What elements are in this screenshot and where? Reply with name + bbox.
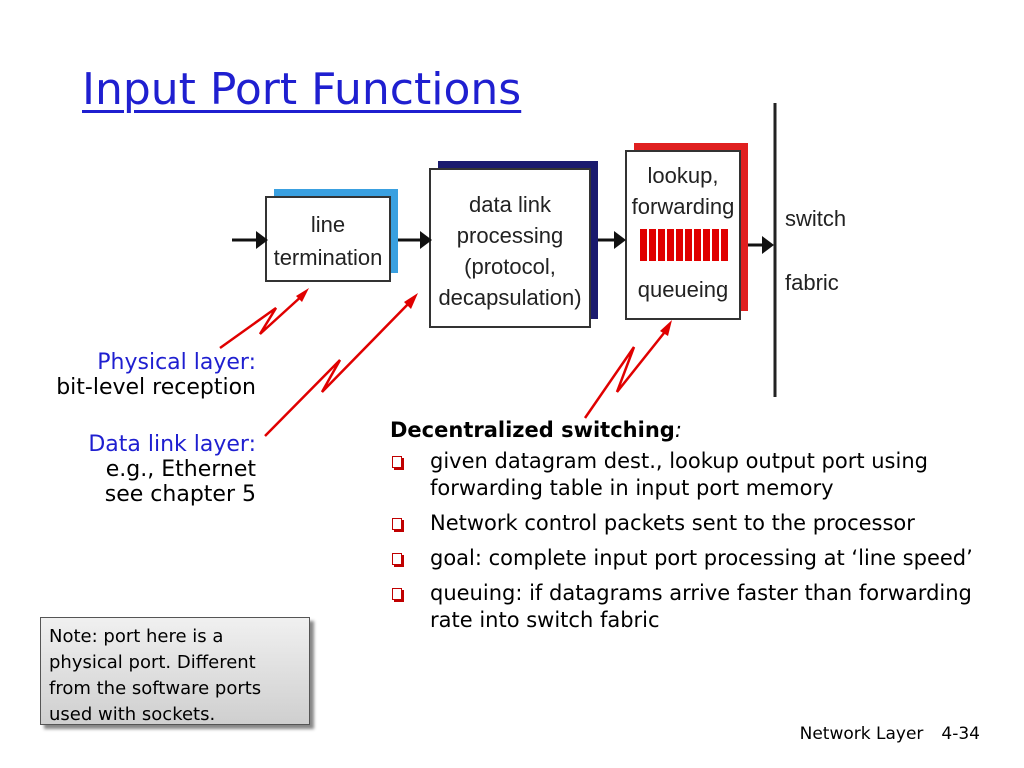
datalink-callout-head	[404, 293, 418, 309]
datalink-layer-label: Data link layer: e.g., Ethernet see chap…	[88, 432, 256, 507]
bullet-list: given datagram dest., lookup output port…	[390, 448, 1000, 634]
bullet-list-section: Decentralized switching: given datagram …	[390, 418, 1000, 642]
datalink-callout-line	[264, 299, 413, 437]
queue-cell	[640, 229, 647, 261]
arrow-3-head	[762, 236, 774, 254]
bullet-box-icon	[392, 456, 402, 468]
data-link-label-2: processing	[457, 223, 563, 248]
bullets-heading-suffix: :	[674, 418, 682, 442]
bullets-heading: Decentralized switching:	[390, 418, 1000, 442]
physical-callout-line	[219, 293, 305, 350]
data-link-label-3: (protocol,	[464, 254, 556, 279]
datalink-layer-heading: Data link layer:	[88, 432, 256, 457]
data-link-box	[429, 168, 591, 328]
fabric-label: fabric	[785, 270, 839, 295]
lookup-label-1: lookup,	[648, 163, 719, 188]
flow-arrows	[232, 231, 774, 254]
data-link-label-4: decapsulation)	[438, 285, 581, 310]
physical-callout-head	[296, 288, 309, 302]
slide-footer: Network Layer 4-34	[800, 724, 980, 744]
queue-cell	[685, 229, 692, 261]
physical-layer-heading: Physical layer:	[97, 350, 256, 375]
line-termination-box	[265, 196, 391, 282]
queue-cell	[667, 229, 674, 261]
lookup-label-2: forwarding	[632, 194, 735, 219]
footer-page-number: 4-34	[941, 724, 980, 744]
switch-label: switch	[785, 206, 846, 231]
bullet-item: queuing: if datagrams arrive faster than…	[390, 580, 1000, 634]
slide-title: Input Port Functions	[82, 64, 522, 115]
queue-cell	[649, 229, 656, 261]
line-termination-label-2: termination	[274, 245, 383, 270]
bullet-item: given datagram dest., lookup output port…	[390, 448, 1000, 502]
footer-section: Network Layer	[799, 724, 924, 744]
queueing-label: queueing	[638, 277, 729, 302]
arrow-2-head	[614, 231, 626, 249]
input-arrow-head	[256, 231, 268, 249]
bullets-heading-text: Decentralized switching	[390, 418, 675, 442]
bullet-text: given datagram dest., lookup output port…	[430, 449, 928, 500]
bullet-item: goal: complete input port processing at …	[390, 545, 1000, 572]
queue-cell	[676, 229, 683, 261]
queue-cell	[694, 229, 701, 261]
queue-cell	[703, 229, 710, 261]
bullet-box-icon	[392, 553, 402, 565]
queue-cell	[721, 229, 728, 261]
queue-cell	[712, 229, 719, 261]
bullet-text: goal: complete input port processing at …	[430, 546, 973, 570]
bullet-text: Network control packets sent to the proc…	[430, 511, 915, 535]
queue-cell	[658, 229, 665, 261]
arrow-1-head	[420, 231, 432, 249]
bullet-box-icon	[392, 518, 402, 530]
queue-buffer	[640, 229, 728, 261]
data-link-label-1: data link	[469, 192, 552, 217]
datalink-layer-body-1: e.g., Ethernet	[105, 457, 256, 482]
datalink-layer-body-2: see chapter 5	[104, 482, 256, 507]
callout-arrows	[219, 293, 669, 437]
note-box: Note: port here is a physical port. Diff…	[40, 617, 310, 725]
physical-layer-label: Physical layer: bit-level reception	[56, 350, 256, 400]
bullet-box-icon	[392, 588, 402, 600]
callout-arrowheads	[296, 288, 672, 336]
switching-callout-line	[583, 327, 669, 419]
bullet-item: Network control packets sent to the proc…	[390, 510, 1000, 537]
line-termination-label-1: line	[311, 212, 345, 237]
switching-callout-head	[660, 320, 672, 336]
physical-layer-body: bit-level reception	[56, 375, 256, 400]
bullet-text: queuing: if datagrams arrive faster than…	[430, 581, 972, 632]
